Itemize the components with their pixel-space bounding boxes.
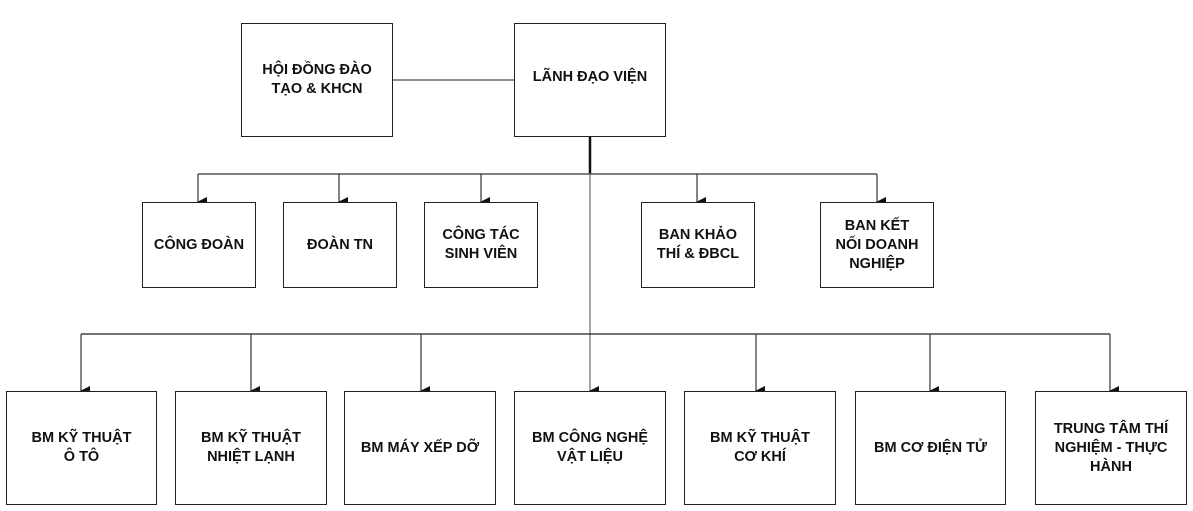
department-box: TRUNG TÂM THÍ NGHIỆM - THỰC HÀNH — [1035, 391, 1187, 505]
department-box: BM CƠ ĐIỆN TỬ — [855, 391, 1006, 505]
department-box: BM KỸ THUẬT Ô TÔ — [6, 391, 157, 505]
department-box: BM MÁY XẾP DỠ — [344, 391, 496, 505]
council-box: HỘI ĐỒNG ĐÀO TẠO & KHCN — [241, 23, 393, 137]
unit-box: BAN KHẢO THÍ & ĐBCL — [641, 202, 755, 288]
unit-label: ĐOÀN TN — [306, 236, 374, 253]
unit-box: ĐOÀN TN — [283, 202, 397, 288]
leadership-box: LÃNH ĐẠO VIỆN — [514, 23, 666, 137]
department-label: BM KỸ THUẬT NHIỆT LẠNH — [201, 430, 301, 465]
department-box: BM KỸ THUẬT NHIỆT LẠNH — [175, 391, 327, 505]
department-label: BM KỸ THUẬT CƠ KHÍ — [710, 430, 810, 465]
department-box: BM KỸ THUẬT CƠ KHÍ — [684, 391, 836, 505]
unit-box: BAN KẾT NỐI DOANH NGHIỆP — [820, 202, 934, 288]
department-label: BM KỸ THUẬT Ô TÔ — [31, 430, 132, 465]
department-label: BM CÔNG NGHỆ VẬT LIỆU — [532, 430, 648, 465]
department-label: TRUNG TÂM THÍ NGHIỆM - THỰC HÀNH — [1053, 420, 1169, 475]
unit-label: CÔNG ĐOÀN — [153, 236, 245, 253]
department-box: BM CÔNG NGHỆ VẬT LIỆU — [514, 391, 666, 505]
unit-box: CÔNG TÁC SINH VIÊN — [424, 202, 538, 288]
unit-label: BAN KẾT NỐI DOANH NGHIỆP — [835, 217, 919, 272]
department-label: BM MÁY XẾP DỠ — [360, 439, 480, 456]
leadership-label: LÃNH ĐẠO VIỆN — [532, 68, 648, 85]
unit-label: BAN KHẢO THÍ & ĐBCL — [656, 227, 740, 262]
unit-box: CÔNG ĐOÀN — [142, 202, 256, 288]
department-label: BM CƠ ĐIỆN TỬ — [873, 439, 987, 456]
unit-label: CÔNG TÁC SINH VIÊN — [442, 227, 520, 262]
council-label: HỘI ĐỒNG ĐÀO TẠO & KHCN — [262, 62, 372, 97]
